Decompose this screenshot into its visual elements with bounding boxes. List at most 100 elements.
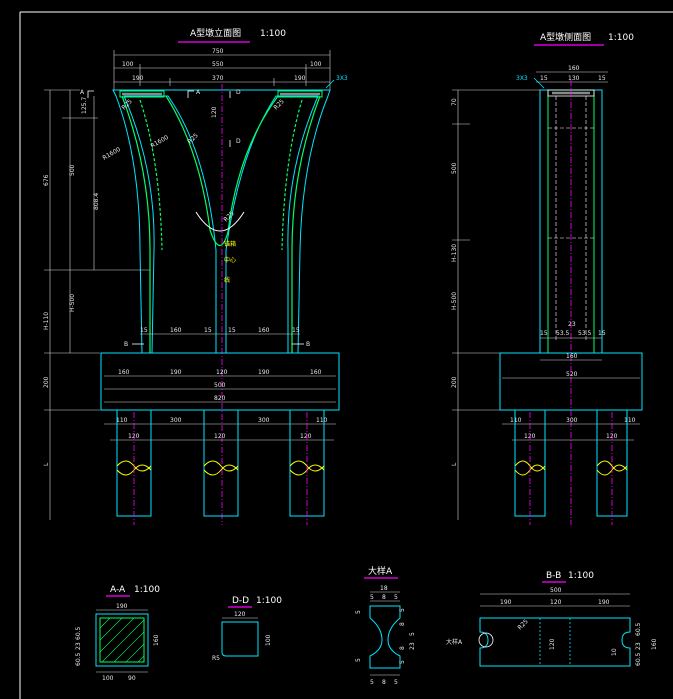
bb-dim-120: 120 (550, 599, 562, 606)
bb-dim-23: 23 (635, 642, 642, 650)
front-cap-500: 500 (214, 382, 226, 389)
front-inner-anchor: 锚箱 (224, 240, 236, 248)
bb-dim-190a: 190 (500, 599, 512, 606)
bb-dim-60-5a: 60.5 (635, 622, 642, 636)
side-left-h130: H-130 (451, 244, 458, 262)
front-pile-110b: 110 (316, 417, 328, 424)
detail-dim-5a: 5 (370, 594, 374, 601)
front-callout-3x3: 3X3 (336, 75, 348, 82)
front-pile-300b: 300 (258, 417, 270, 424)
front-dim-750: 750 (212, 48, 224, 55)
side-callout-3x3: 3X3 (516, 75, 528, 82)
mark-d-bottom: D (236, 138, 241, 145)
front-dim-550: 550 (212, 61, 224, 68)
side-left-h500: H-500 (451, 292, 458, 310)
front-cap-160b: 160 (310, 369, 322, 376)
front-dim-100a: 100 (122, 61, 134, 68)
side-base-53-5b: 53.5 (578, 330, 592, 337)
side-view-title: A型墩侧面图 (540, 31, 591, 43)
detail-dim-5i: 5 (409, 632, 416, 636)
side-top-15b: 15 (598, 75, 606, 82)
front-base-15b: 15 (204, 327, 212, 334)
front-base-160a: 160 (170, 327, 182, 334)
bb-detail-label: 大样A (446, 638, 463, 646)
front-cap-190a: 190 (170, 369, 182, 376)
front-left-125-7: 125.7 (81, 97, 88, 114)
side-pile-110b: 110 (624, 417, 636, 424)
front-left-h500: H-500 (69, 294, 76, 312)
dd-section-shape (221, 621, 259, 657)
aa-dim-60-5a: 60.5 (75, 626, 82, 640)
front-base-15a: 15 (140, 327, 148, 334)
front-pile-120c: 120 (300, 433, 312, 440)
detail-dim-8d: 8 (382, 679, 386, 686)
detail-a-shape (369, 605, 401, 669)
front-view-scale: 1:100 (260, 29, 286, 39)
front-radius-r1600b: R1600 (150, 134, 170, 150)
bb-dim-190b: 190 (598, 599, 610, 606)
detail-dim-5c: 5 (355, 610, 362, 614)
aa-dim-23: 23 (75, 642, 82, 650)
front-dim-190a: 190 (132, 75, 144, 82)
front-dim-100b: 100 (310, 61, 322, 68)
section-bb: B-B 1:100 500 190 120 190 大样A R25 120 10… (446, 571, 658, 667)
aa-dim-160: 160 (153, 634, 160, 646)
side-top-15a: 15 (540, 75, 548, 82)
bb-dim-60-5b: 60.5 (635, 652, 642, 666)
front-cap-120: 120 (216, 369, 228, 376)
aa-dim-100: 100 (102, 675, 114, 682)
side-view-scale: 1:100 (608, 33, 634, 43)
pier-outline (112, 89, 331, 354)
side-top-130: 130 (568, 75, 580, 82)
front-pile-110a: 110 (116, 417, 128, 424)
section-dd-scale: 1:100 (256, 596, 282, 606)
dd-dim-r5: R5 (212, 655, 220, 662)
front-pile-300a: 300 (170, 417, 182, 424)
front-pile-120b: 120 (214, 433, 226, 440)
side-view: A型墩侧面图 1:100 160 15 130 15 3X3 70 500 H-… (451, 31, 643, 525)
side-left-500: 500 (451, 162, 458, 174)
section-bb-title: B-B (546, 571, 561, 581)
detail-dim-18: 18 (380, 585, 388, 592)
bb-dim-160: 160 (651, 638, 658, 650)
detail-dim-8a: 8 (382, 594, 386, 601)
front-base-15d: 15 (292, 327, 300, 334)
detail-dim-5f: 5 (399, 660, 406, 664)
front-left-h110: H-110 (43, 312, 50, 330)
front-inner-line: 线 (224, 276, 230, 284)
front-base-160b: 160 (258, 327, 270, 334)
side-base-23: 23 (568, 321, 576, 328)
front-left-808-4: 808.4 (93, 193, 100, 210)
front-left-200: 200 (43, 376, 50, 388)
front-inner-center: 中心 (224, 256, 236, 264)
front-base-15c: 15 (228, 327, 236, 334)
mark-a-right: A (196, 89, 201, 96)
bb-dim-500: 500 (550, 587, 562, 594)
dd-dim-100: 100 (265, 634, 272, 646)
mark-a-left: A (80, 89, 85, 96)
front-cap-160a: 160 (118, 369, 130, 376)
side-left-l: L (451, 462, 458, 466)
detail-dim-5e: 5 (355, 658, 362, 662)
front-pile-2 (203, 409, 239, 517)
front-view-title: A型墩立面图 (190, 27, 241, 39)
front-view: A型墩立面图 1:100 750 100 550 100 190 370 190… (43, 27, 348, 525)
section-aa-title: A-A (110, 585, 126, 595)
aa-dim-60-5b: 60.5 (75, 652, 82, 666)
front-radius-r25a: R25 (120, 98, 133, 111)
section-dd-title: D-D (232, 596, 249, 606)
detail-dim-5g: 5 (370, 679, 374, 686)
mark-b-right: B (306, 341, 310, 348)
side-base-15a: 15 (540, 330, 548, 337)
mark-b-left: B (124, 341, 128, 348)
front-cap-190b: 190 (258, 369, 270, 376)
section-bb-scale: 1:100 (568, 571, 594, 581)
side-base-53-5a: 53.5 (556, 330, 570, 337)
side-pile-cap (499, 352, 643, 411)
side-pile-300: 300 (566, 417, 578, 424)
section-aa: A-A 1:100 190 100 90 160 60.5 23 60.5 (75, 585, 160, 682)
section-dd: D-D 1:100 120 100 R5 (212, 596, 282, 662)
bb-dim-r25: R25 (516, 618, 529, 631)
